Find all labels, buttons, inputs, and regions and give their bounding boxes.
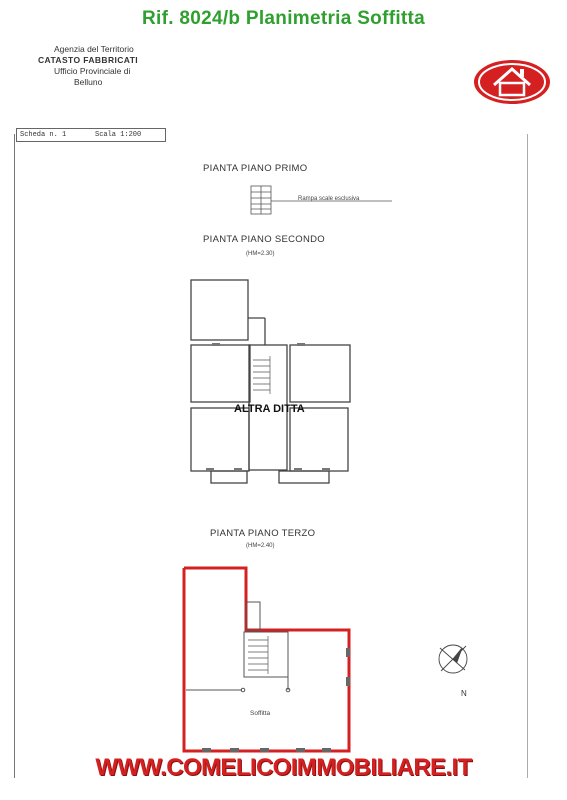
compass-icon [438, 644, 468, 674]
plan-terzo-highlight [182, 566, 351, 753]
house-logo-icon [474, 60, 550, 104]
height-terzo: (HM=2.40) [246, 543, 275, 549]
height-secondo: (HM=2.30) [246, 251, 275, 257]
stair-symbol-primo [250, 185, 392, 215]
plan-sheet [14, 134, 528, 778]
floor-title-terzo: PIANTA PIANO TERZO [210, 528, 316, 539]
website-link[interactable]: WWW.COMELICOIMMOBILIARE.IT [95, 754, 472, 781]
floor-title-secondo: PIANTA PIANO SECONDO [203, 234, 325, 245]
stair-terzo [248, 636, 269, 674]
windows-terzo [202, 648, 350, 752]
scala-label: Scala 1:200 [95, 131, 142, 139]
stair-note: Rampa scale esclusiva [298, 196, 360, 202]
compass-north-label: N [461, 689, 467, 698]
cadastre-stamp: Agenzia del Territorio CATASTO FABBRICAT… [30, 44, 138, 88]
plan-terzo-interior [186, 601, 291, 693]
stamp-line-agency: Agenzia del Territorio [54, 44, 134, 54]
other-owner-label: ALTRA DITTA [234, 403, 305, 415]
windows-secondo [206, 343, 330, 471]
document-title: Rif. 8024/b Planimetria Soffitta [141, 8, 426, 29]
stair-secondo [253, 356, 271, 394]
stamp-line-catasto: CATASTO FABBRICATI [38, 55, 139, 65]
stamp-line-city: Belluno [74, 77, 103, 87]
stamp-line-ufficio: Ufficio Provinciale di [54, 66, 131, 76]
floor-title-primo: PIANTA PIANO PRIMO [203, 163, 308, 174]
plan-secondo [190, 279, 351, 484]
sheet-header: Scheda n. 1 Scala 1:200 [16, 128, 166, 142]
scheda-label: Scheda n. 1 [20, 131, 67, 139]
room-label-soffitta: Soffitta [250, 710, 271, 717]
